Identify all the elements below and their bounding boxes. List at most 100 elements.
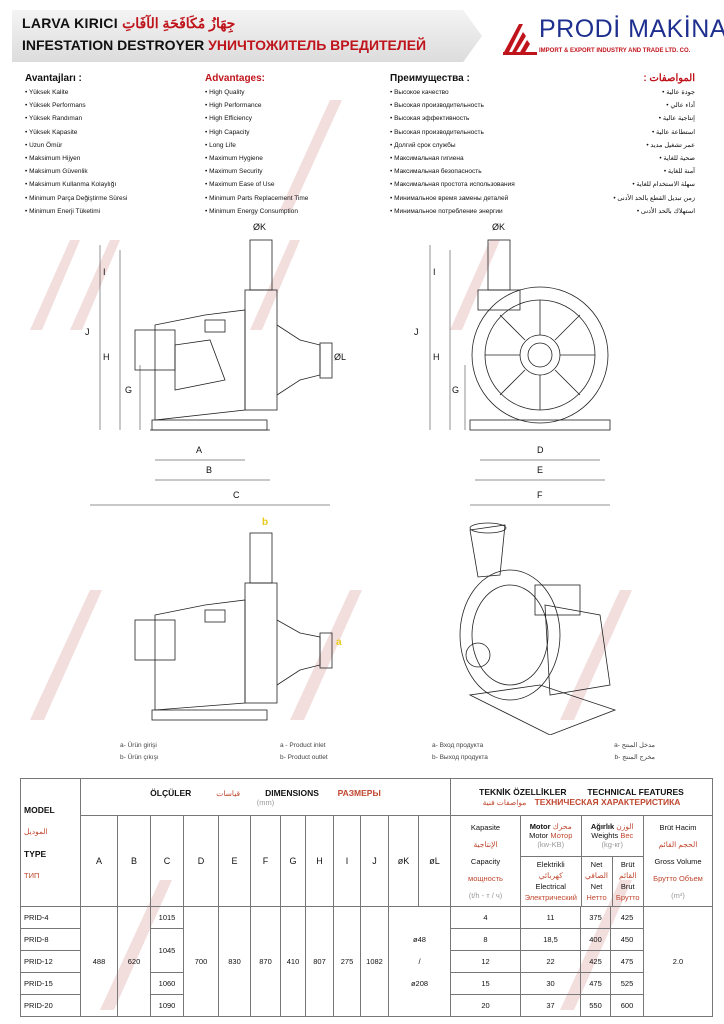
dim-label-e: E [537, 465, 543, 475]
table-cell: PRID-15 [20, 972, 81, 995]
table-cell: 807 [305, 906, 334, 1017]
dimension-column-header: J [360, 815, 389, 907]
dimension-column-header: øK [388, 815, 419, 907]
advantage-item: • Maximum Hygiene [205, 155, 263, 163]
title-arabic: جِهَازُ مُكَافَحَةِ الآفَاتِ [122, 15, 236, 31]
advantage-item: جودة عالية • [662, 89, 695, 96]
inlet-marker: a [336, 637, 342, 648]
dim-label-c: C [233, 490, 240, 500]
dim-label-j: J [414, 327, 419, 337]
table-cell: 22 [520, 950, 581, 973]
advantage-item: أداء عالي • [666, 102, 695, 110]
title-line-2: INFESTATION DESTROYER УНИЧТОЖИТЕЛЬ ВРЕДИ… [22, 37, 427, 53]
dimension-column-header: G [280, 815, 306, 907]
table-cell: 600 [610, 994, 644, 1017]
dimensions-header: ÖLÇÜLER قياسات DIMENSIONS РАЗМЕРЫ(mm) [80, 778, 451, 816]
advantage-item: • Максимальная простота использования [390, 181, 515, 189]
table-cell: 410 [280, 906, 306, 1017]
table-cell: 275 [333, 906, 361, 1017]
advantage-item: آمنة للغاية • [663, 168, 695, 176]
advantage-item: استطاعة عالية • [651, 128, 695, 136]
dim-label-g: G [125, 385, 132, 395]
table-cell: ø48/ø208 [388, 906, 451, 1017]
advantages-en: Advantages:• High Quality• High Performa… [205, 72, 308, 218]
table-cell: 488 [80, 906, 118, 1017]
table-cell: 15 [450, 972, 521, 995]
dim-label-a: A [196, 445, 202, 455]
advantage-item: • Высокая производительность [390, 102, 484, 110]
table-cell: 2.0 [643, 906, 713, 1017]
advantage-item: • Максимальная гигиена [390, 155, 464, 163]
outlet-marker: b [262, 517, 268, 528]
advantage-item: • Maksimum Hijyen [25, 155, 81, 163]
table-cell: 450 [610, 928, 644, 951]
table-cell: 400 [580, 928, 611, 951]
table-cell: 18,5 [520, 928, 581, 951]
table-cell: 425 [580, 950, 611, 973]
advantage-item: • Minimum Enerji Tüketimi [25, 207, 101, 215]
advantage-item: سهلة الاستخدام للغاية • [632, 181, 695, 189]
advantage-item: • Long Life [205, 141, 236, 149]
dim-label-d: D [537, 445, 544, 455]
table-cell: 20 [450, 994, 521, 1017]
advantage-item: • Минимальное время замены деталей [390, 194, 509, 202]
advantages-ru: Преимущества :• Высокое качество• Высока… [390, 72, 515, 218]
table-cell: 700 [183, 906, 219, 1017]
dim-label-g: G [452, 385, 459, 395]
table-cell: 475 [610, 950, 644, 973]
advantage-item: • Maximum Ease of Use [205, 181, 275, 189]
advantage-item: استهلاك بالحد الأدنى • [636, 207, 695, 215]
title-line-1: LARVA KIRICI جِهَازُ مُكَافَحَةِ الآفَات… [22, 15, 236, 31]
dim-label-h: H [433, 352, 440, 362]
title-russian: УНИЧТОЖИТЕЛЬ ВРЕДИТЕЛЕЙ [208, 37, 427, 53]
dimension-column-header: C [150, 815, 184, 907]
table-cell: 1082 [360, 906, 389, 1017]
advantage-item: • Yüksek Kalite [25, 89, 69, 96]
advantage-item: • Долгий срок службы [390, 141, 456, 149]
dim-label-b: B [206, 465, 212, 475]
table-cell: 11 [520, 906, 581, 929]
advantage-item: • Uzun Ömür [25, 141, 63, 149]
advantage-item: • Минимальное потребление энергии [390, 207, 503, 215]
table-cell: 525 [610, 972, 644, 995]
advantage-item: • Высокая эффективность [390, 115, 470, 123]
advantages-ar: المواصفات :جودة عالية •أداء عالي •إنتاجي… [560, 72, 695, 218]
table-cell: PRID-8 [20, 928, 81, 951]
dim-label-j: J [85, 327, 90, 337]
advantage-item: • Yüksek Randıman [25, 115, 83, 123]
table-cell: 425 [610, 906, 644, 929]
table-cell: 37 [520, 994, 581, 1017]
table-cell: 8 [450, 928, 521, 951]
isometric-view-drawing [459, 522, 617, 735]
table-cell: 830 [218, 906, 251, 1017]
dim-label-i: I [433, 267, 436, 277]
advantage-item: • Yüksek Kapasite [25, 128, 78, 136]
advantage-item: • High Performance [205, 102, 262, 110]
table-cell: 1045 [150, 928, 184, 973]
advantage-item: • Maksimum Güvenlik [25, 168, 88, 176]
company-logo: PRODİ MAKİNA IMPORT & EXPORT INDUSTRY AN… [503, 16, 724, 60]
table-cell: 870 [250, 906, 281, 1017]
advantage-item: • Maksimum Kullanma Kolaylığı [25, 181, 117, 189]
advantage-item: • Высокое качество [390, 89, 449, 96]
table-cell: 4 [450, 906, 521, 929]
logo-name: PRODİ MAKİNA [539, 15, 724, 43]
dim-label-k: ØK [492, 222, 505, 232]
logo-subtitle: IMPORT & EXPORT INDUSTRY AND TRADE LTD. … [539, 48, 691, 54]
inlet-outlet-drawing [134, 532, 333, 721]
dim-label-f: F [537, 490, 543, 500]
side-view-drawing [90, 239, 333, 506]
advantage-item: • High Capacity [205, 128, 250, 136]
dimension-column-header: A [80, 815, 118, 907]
table-cell: 1015 [150, 906, 184, 929]
